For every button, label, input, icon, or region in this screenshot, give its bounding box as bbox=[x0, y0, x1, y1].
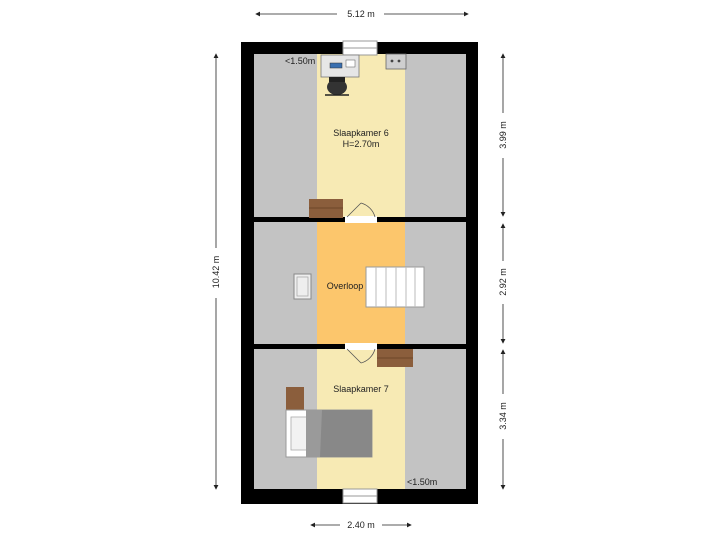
room-name-slaapkamer-7: Slaapkamer 7 bbox=[333, 384, 389, 394]
laptop-icon bbox=[345, 59, 356, 68]
dimension-right-middle: 2.92 m bbox=[498, 223, 508, 344]
room-height-slaapkamer-6: H=2.70m bbox=[343, 139, 380, 149]
window-top bbox=[342, 40, 378, 56]
dimension-right-bottom-label: 3.34 m bbox=[498, 402, 508, 430]
room-overloop bbox=[254, 222, 466, 344]
office-chair-icon bbox=[325, 77, 349, 96]
nightstand bbox=[286, 387, 304, 411]
window-bottom bbox=[342, 488, 378, 504]
monitor-icon bbox=[329, 62, 343, 69]
dimension-right-bottom: 3.34 m bbox=[498, 349, 508, 490]
dimension-bottom: 2.40 m bbox=[310, 520, 412, 530]
dimension-top-label: 5.12 m bbox=[347, 9, 375, 19]
dimension-left: 10.42 m bbox=[211, 53, 221, 490]
dimension-right-top-label: 3.99 m bbox=[498, 121, 508, 149]
roof-hatch-icon bbox=[293, 273, 312, 300]
door-opening-bottom bbox=[345, 343, 377, 350]
staircase-icon bbox=[365, 266, 425, 308]
headroom-note-slaapkamer-7: <1.50m bbox=[407, 477, 437, 487]
sink-cabinet-icon bbox=[385, 53, 407, 70]
dimension-left-label: 10.42 m bbox=[211, 256, 221, 289]
side-table bbox=[309, 199, 343, 218]
dimension-top: 5.12 m bbox=[255, 9, 469, 19]
door-swing-top bbox=[346, 202, 376, 218]
desk bbox=[320, 54, 360, 78]
wardrobe bbox=[377, 349, 413, 367]
dimension-bottom-label: 2.40 m bbox=[347, 520, 375, 530]
dimension-right-middle-label: 2.92 m bbox=[498, 268, 508, 296]
door-opening-top bbox=[345, 216, 377, 223]
room-name-overloop: Overloop bbox=[327, 281, 364, 291]
room-name-slaapkamer-6: Slaapkamer 6 bbox=[333, 128, 389, 138]
door-swing-bottom bbox=[346, 348, 376, 364]
bed-icon bbox=[285, 409, 373, 458]
dimension-right-top: 3.99 m bbox=[498, 53, 508, 217]
headroom-note-slaapkamer-6: <1.50m bbox=[285, 56, 315, 66]
